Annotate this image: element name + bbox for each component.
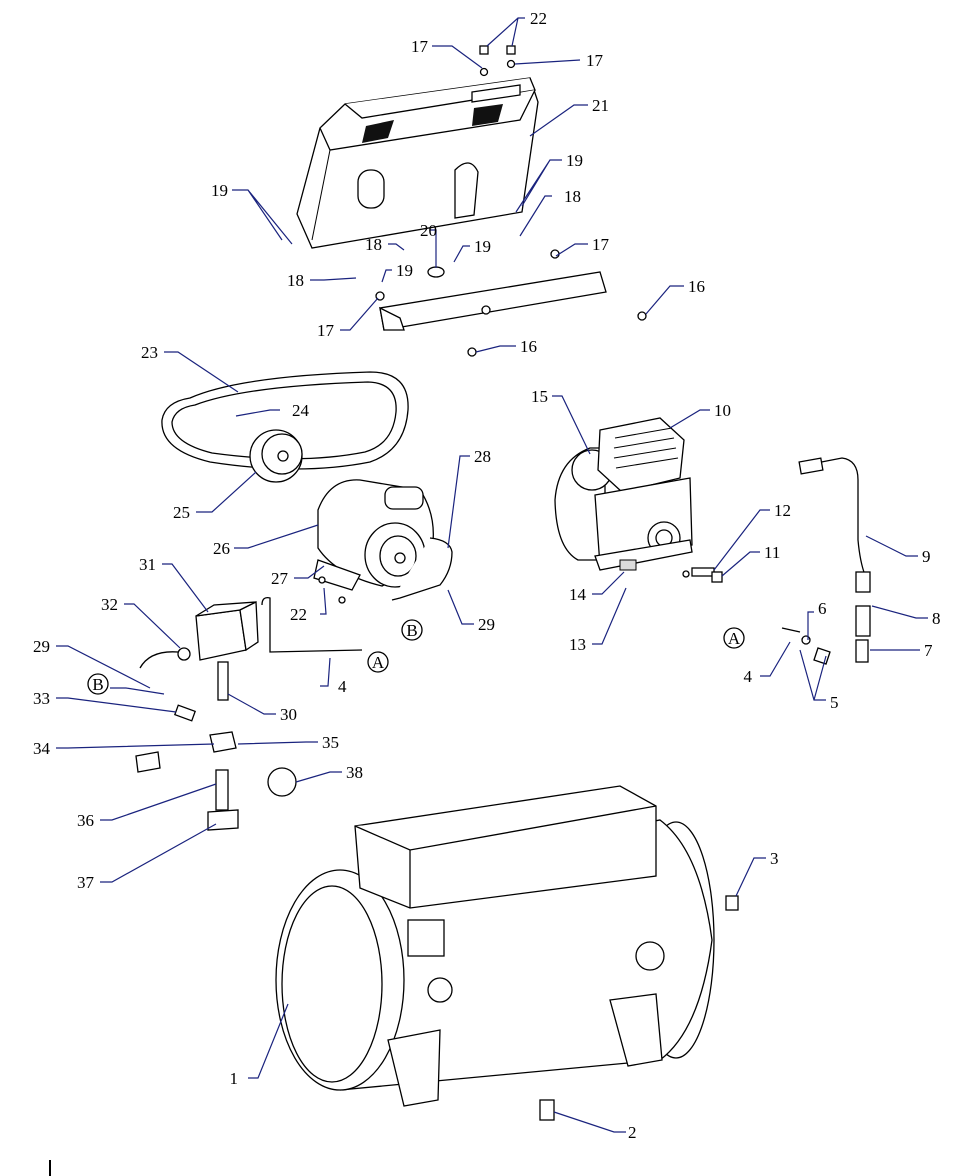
- callout-32: 32: [101, 595, 118, 614]
- callout-4: 4: [744, 667, 753, 686]
- callout-labels: 1 2 3 4 4 5 6 7 8 9 10 11 12 13 14 15 16…: [33, 9, 941, 1142]
- callout-36: 36: [77, 811, 94, 830]
- callout-31: 31: [139, 555, 156, 574]
- callout-6: 6: [818, 599, 827, 618]
- callout-19: 19: [474, 237, 491, 256]
- callout-16: 16: [688, 277, 705, 296]
- callout-23: 23: [141, 343, 158, 362]
- svg-text:B: B: [406, 621, 417, 640]
- callout-22: 22: [290, 605, 307, 624]
- leader-lines: [56, 17, 928, 1133]
- callout-11: 11: [764, 543, 780, 562]
- callout-27: 27: [271, 569, 289, 588]
- svg-text:A: A: [728, 629, 741, 648]
- callout-17: 17: [586, 51, 604, 70]
- callout-25: 25: [173, 503, 190, 522]
- callout-33: 33: [33, 689, 50, 708]
- svg-text:A: A: [372, 653, 385, 672]
- callout-8: 8: [932, 609, 941, 628]
- callout-20: 20: [420, 221, 437, 240]
- callout-16: 16: [520, 337, 537, 356]
- connector-b-motor: B: [401, 619, 423, 641]
- connector-b-switch: B: [87, 673, 109, 695]
- callout-35: 35: [322, 733, 339, 752]
- callout-30: 30: [280, 705, 297, 724]
- callout-10: 10: [714, 401, 731, 420]
- callout-18: 18: [287, 271, 304, 290]
- callout-29: 29: [478, 615, 495, 634]
- callout-17: 17: [592, 235, 610, 254]
- callout-17: 17: [411, 37, 429, 56]
- callout-1: 1: [230, 1069, 239, 1088]
- callout-38: 38: [346, 763, 363, 782]
- callout-15: 15: [531, 387, 548, 406]
- callout-28: 28: [474, 447, 491, 466]
- callout-29: 29: [33, 637, 50, 656]
- callout-4: 4: [338, 677, 347, 696]
- callout-19: 19: [211, 181, 228, 200]
- svg-text:B: B: [92, 675, 103, 694]
- callout-19: 19: [566, 151, 583, 170]
- callout-34: 34: [33, 739, 51, 758]
- callout-12: 12: [774, 501, 791, 520]
- callout-19: 19: [396, 261, 413, 280]
- callout-17: 17: [317, 321, 335, 340]
- callout-2: 2: [628, 1123, 637, 1142]
- callout-24: 24: [292, 401, 310, 420]
- connector-a-right: A: [723, 627, 745, 649]
- connector-a-left: A: [367, 651, 389, 673]
- callout-7: 7: [924, 641, 933, 660]
- callout-22: 22: [530, 9, 547, 28]
- callout-9: 9: [922, 547, 931, 566]
- callout-3: 3: [770, 849, 779, 868]
- callout-37: 37: [77, 873, 95, 892]
- callout-26: 26: [213, 539, 230, 558]
- connector-markers: A A B B: [87, 619, 745, 695]
- compressor-pump: [554, 417, 693, 571]
- callout-21: 21: [592, 96, 609, 115]
- callout-14: 14: [569, 585, 587, 604]
- electric-motor: [313, 479, 453, 604]
- belt-and-pulley: [161, 371, 409, 483]
- callout-18: 18: [365, 235, 382, 254]
- air-tank: [275, 785, 739, 1121]
- discharge-tube: [781, 457, 871, 665]
- belt-guard: [296, 77, 539, 249]
- callout-13: 13: [569, 635, 586, 654]
- pump-fittings: [682, 567, 723, 583]
- callout-5: 5: [830, 693, 839, 712]
- pressure-switch-assembly: [135, 597, 363, 831]
- callout-18: 18: [564, 187, 581, 206]
